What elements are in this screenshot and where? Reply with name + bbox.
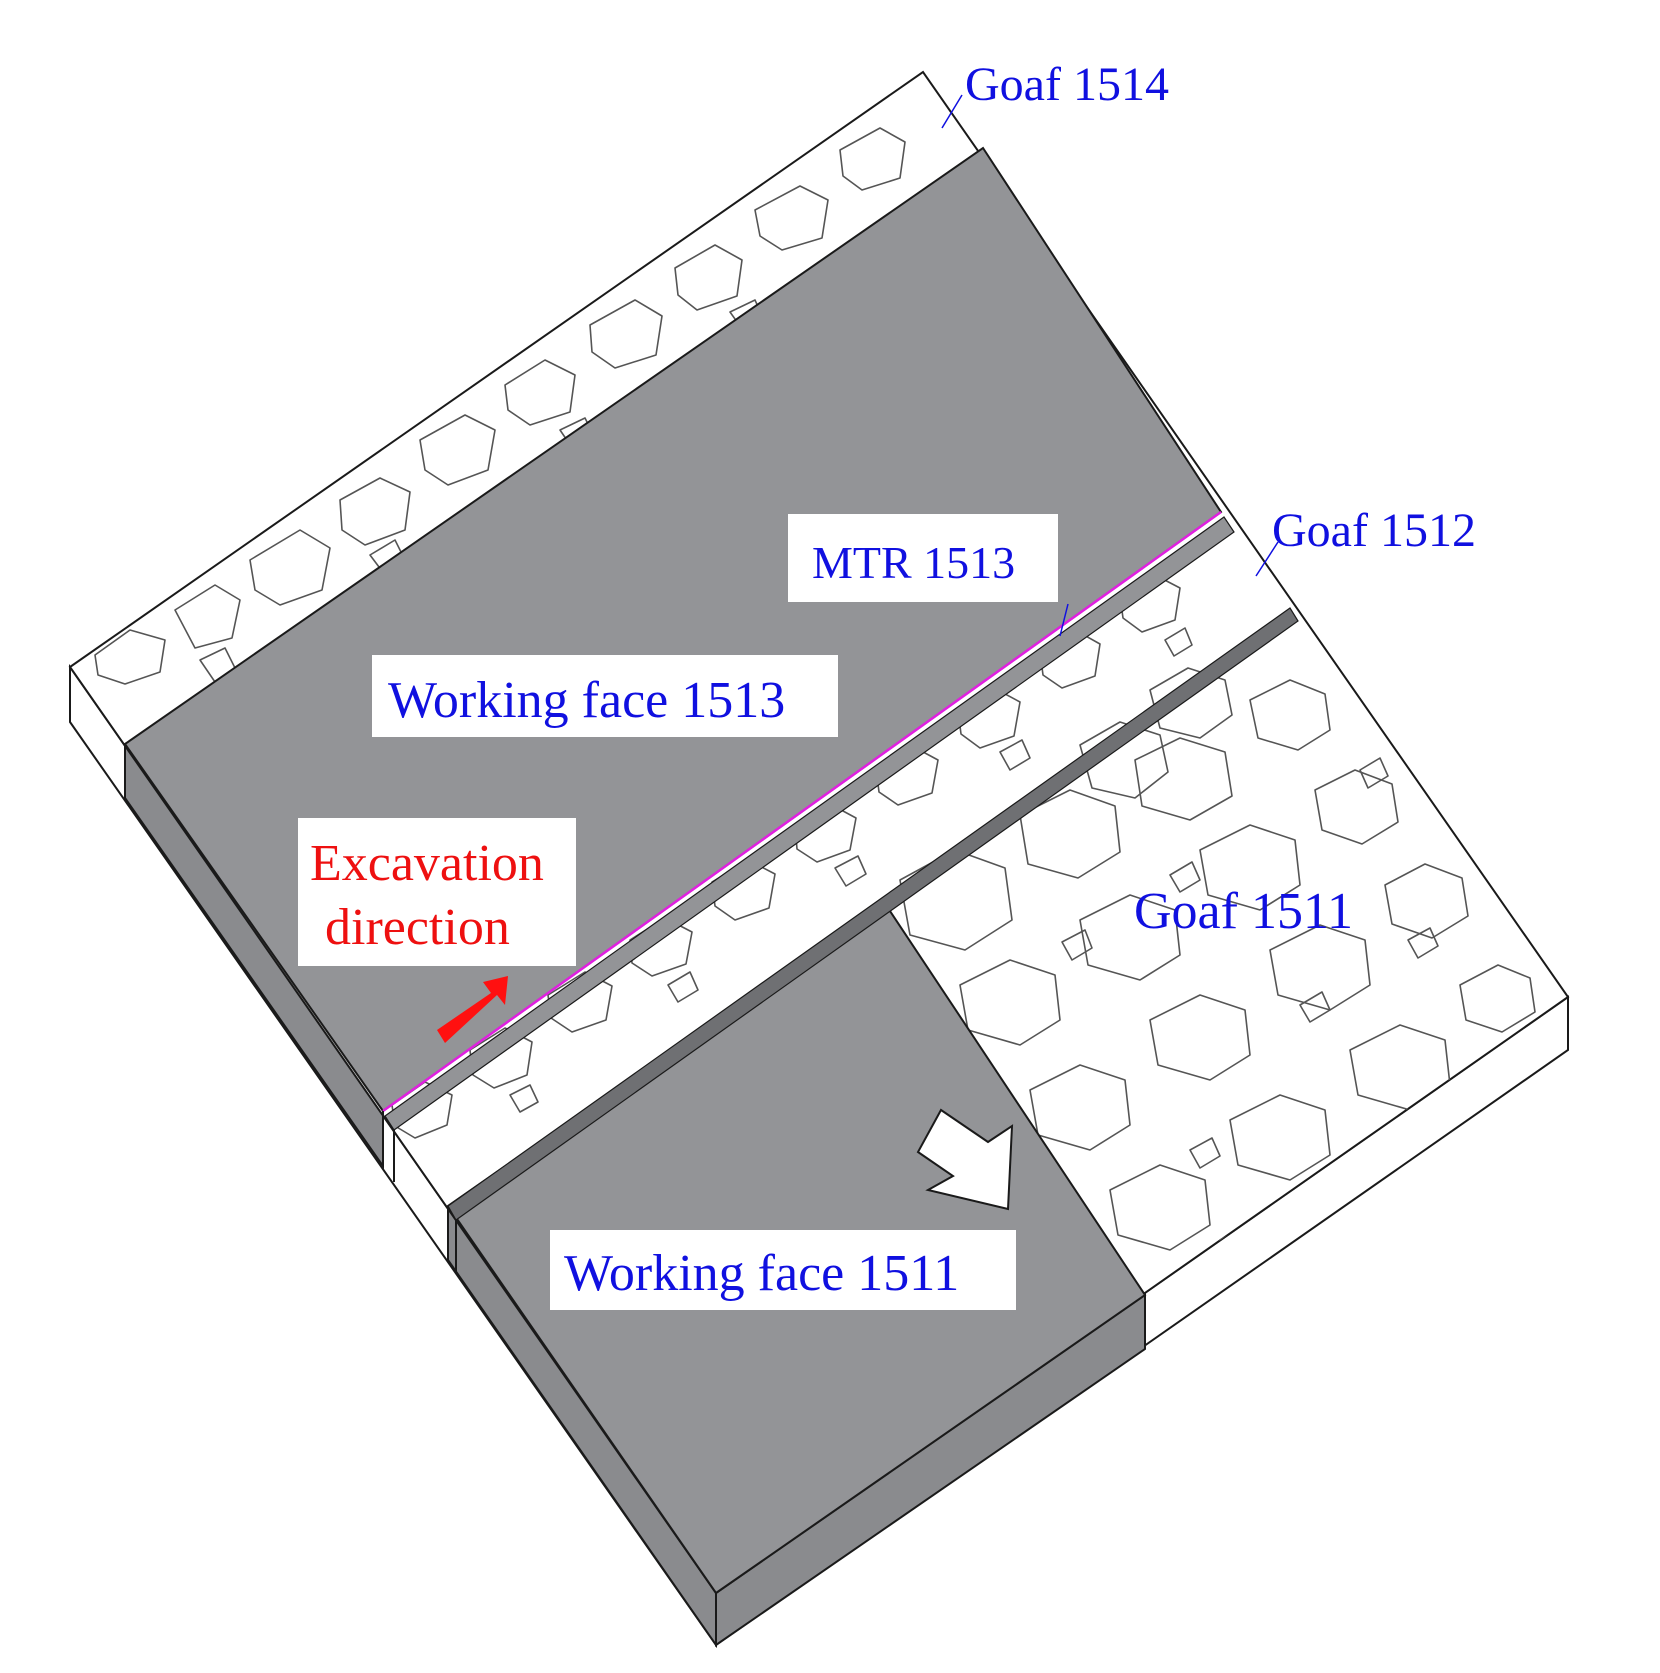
roadway-line bbox=[382, 510, 1222, 1113]
excavation-label-line2: direction bbox=[325, 899, 510, 956]
excavation-label-box bbox=[298, 818, 576, 966]
mtr-1513-roadway bbox=[384, 516, 1235, 1131]
working-face-1511-label: Working face 1511 bbox=[564, 1245, 959, 1302]
working-face-1513-label-box bbox=[372, 655, 838, 737]
white-arrow-icon bbox=[916, 1108, 1014, 1211]
roadway-1511 bbox=[447, 607, 1299, 1221]
excavation-label-line1: Excavation bbox=[310, 835, 544, 892]
goaf-1514-leader bbox=[941, 94, 963, 129]
mtr-1513-leader bbox=[1059, 603, 1069, 637]
goaf-1512-leader bbox=[1255, 541, 1279, 577]
working-face-1511-label-box bbox=[550, 1230, 1016, 1310]
working-face-1513-label: Working face 1513 bbox=[388, 672, 785, 729]
slab-top bbox=[68, 70, 1570, 1595]
goaf-1512-label: Goaf 1512 bbox=[1272, 504, 1476, 557]
mtr-1513-label-box bbox=[788, 514, 1058, 602]
goaf-1511-label: Goaf 1511 bbox=[1134, 883, 1353, 940]
red-arrow-icon bbox=[437, 976, 508, 1043]
goaf-1514-label: Goaf 1514 bbox=[965, 58, 1169, 111]
mtr-1513-label: MTR 1513 bbox=[812, 537, 1015, 588]
